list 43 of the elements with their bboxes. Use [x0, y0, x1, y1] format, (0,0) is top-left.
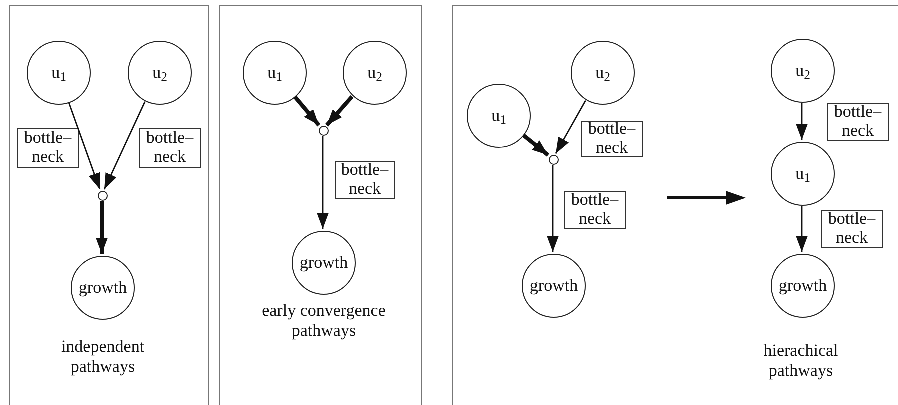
bottleneck-box — [827, 103, 889, 141]
arrow — [547, 165, 559, 252]
bottleneck-box — [139, 128, 201, 168]
node-label: u$_{1}$ — [796, 163, 810, 187]
arrow — [555, 100, 586, 154]
bottleneck-label: bottle–neck — [340, 161, 390, 199]
bottleneck-box — [17, 128, 79, 168]
node-label: growth — [78, 277, 128, 300]
node-label: growth — [530, 275, 578, 298]
arrow — [294, 96, 321, 127]
bottleneck-label: bottle–neck — [23, 129, 73, 167]
bottleneck-label: bottle–neck — [827, 210, 877, 248]
node-label: u$_{1}$ — [52, 62, 66, 86]
node-label: u$_{1}$ — [268, 62, 282, 86]
panel-frame — [219, 5, 422, 405]
arrow — [96, 201, 108, 254]
bottleneck-box — [581, 121, 643, 157]
panel-caption: independent pathways — [61, 337, 145, 376]
node-label: growth — [778, 275, 828, 298]
panel-caption: hierachical pathways — [764, 341, 838, 380]
node-label: u$_{2}$ — [368, 62, 382, 86]
node-label: u$_{2}$ — [596, 62, 610, 86]
arrow — [522, 134, 550, 157]
bottleneck-label: bottle–neck — [570, 191, 620, 229]
node-label: u$_{2}$ — [796, 60, 810, 84]
arrow — [325, 95, 354, 127]
panel-frame — [9, 5, 209, 405]
node-label: growth — [300, 252, 348, 274]
panel-caption: early convergence pathways — [262, 301, 386, 340]
bottleneck-box — [821, 210, 883, 248]
arrow — [104, 102, 146, 190]
bottleneck-box — [564, 191, 626, 229]
node-label: u$_{1}$ — [492, 105, 506, 129]
panel-frame — [452, 5, 898, 405]
node-label: u$_{2}$ — [152, 62, 168, 86]
arrow — [68, 102, 101, 190]
arrow — [796, 206, 808, 252]
arrow — [796, 103, 808, 140]
bottleneck-label: bottle–neck — [833, 103, 883, 141]
bottleneck-label: bottle–neck — [587, 120, 637, 158]
arrow — [317, 136, 329, 229]
bottleneck-box — [335, 161, 395, 199]
bottleneck-label: bottle–neck — [145, 129, 195, 167]
